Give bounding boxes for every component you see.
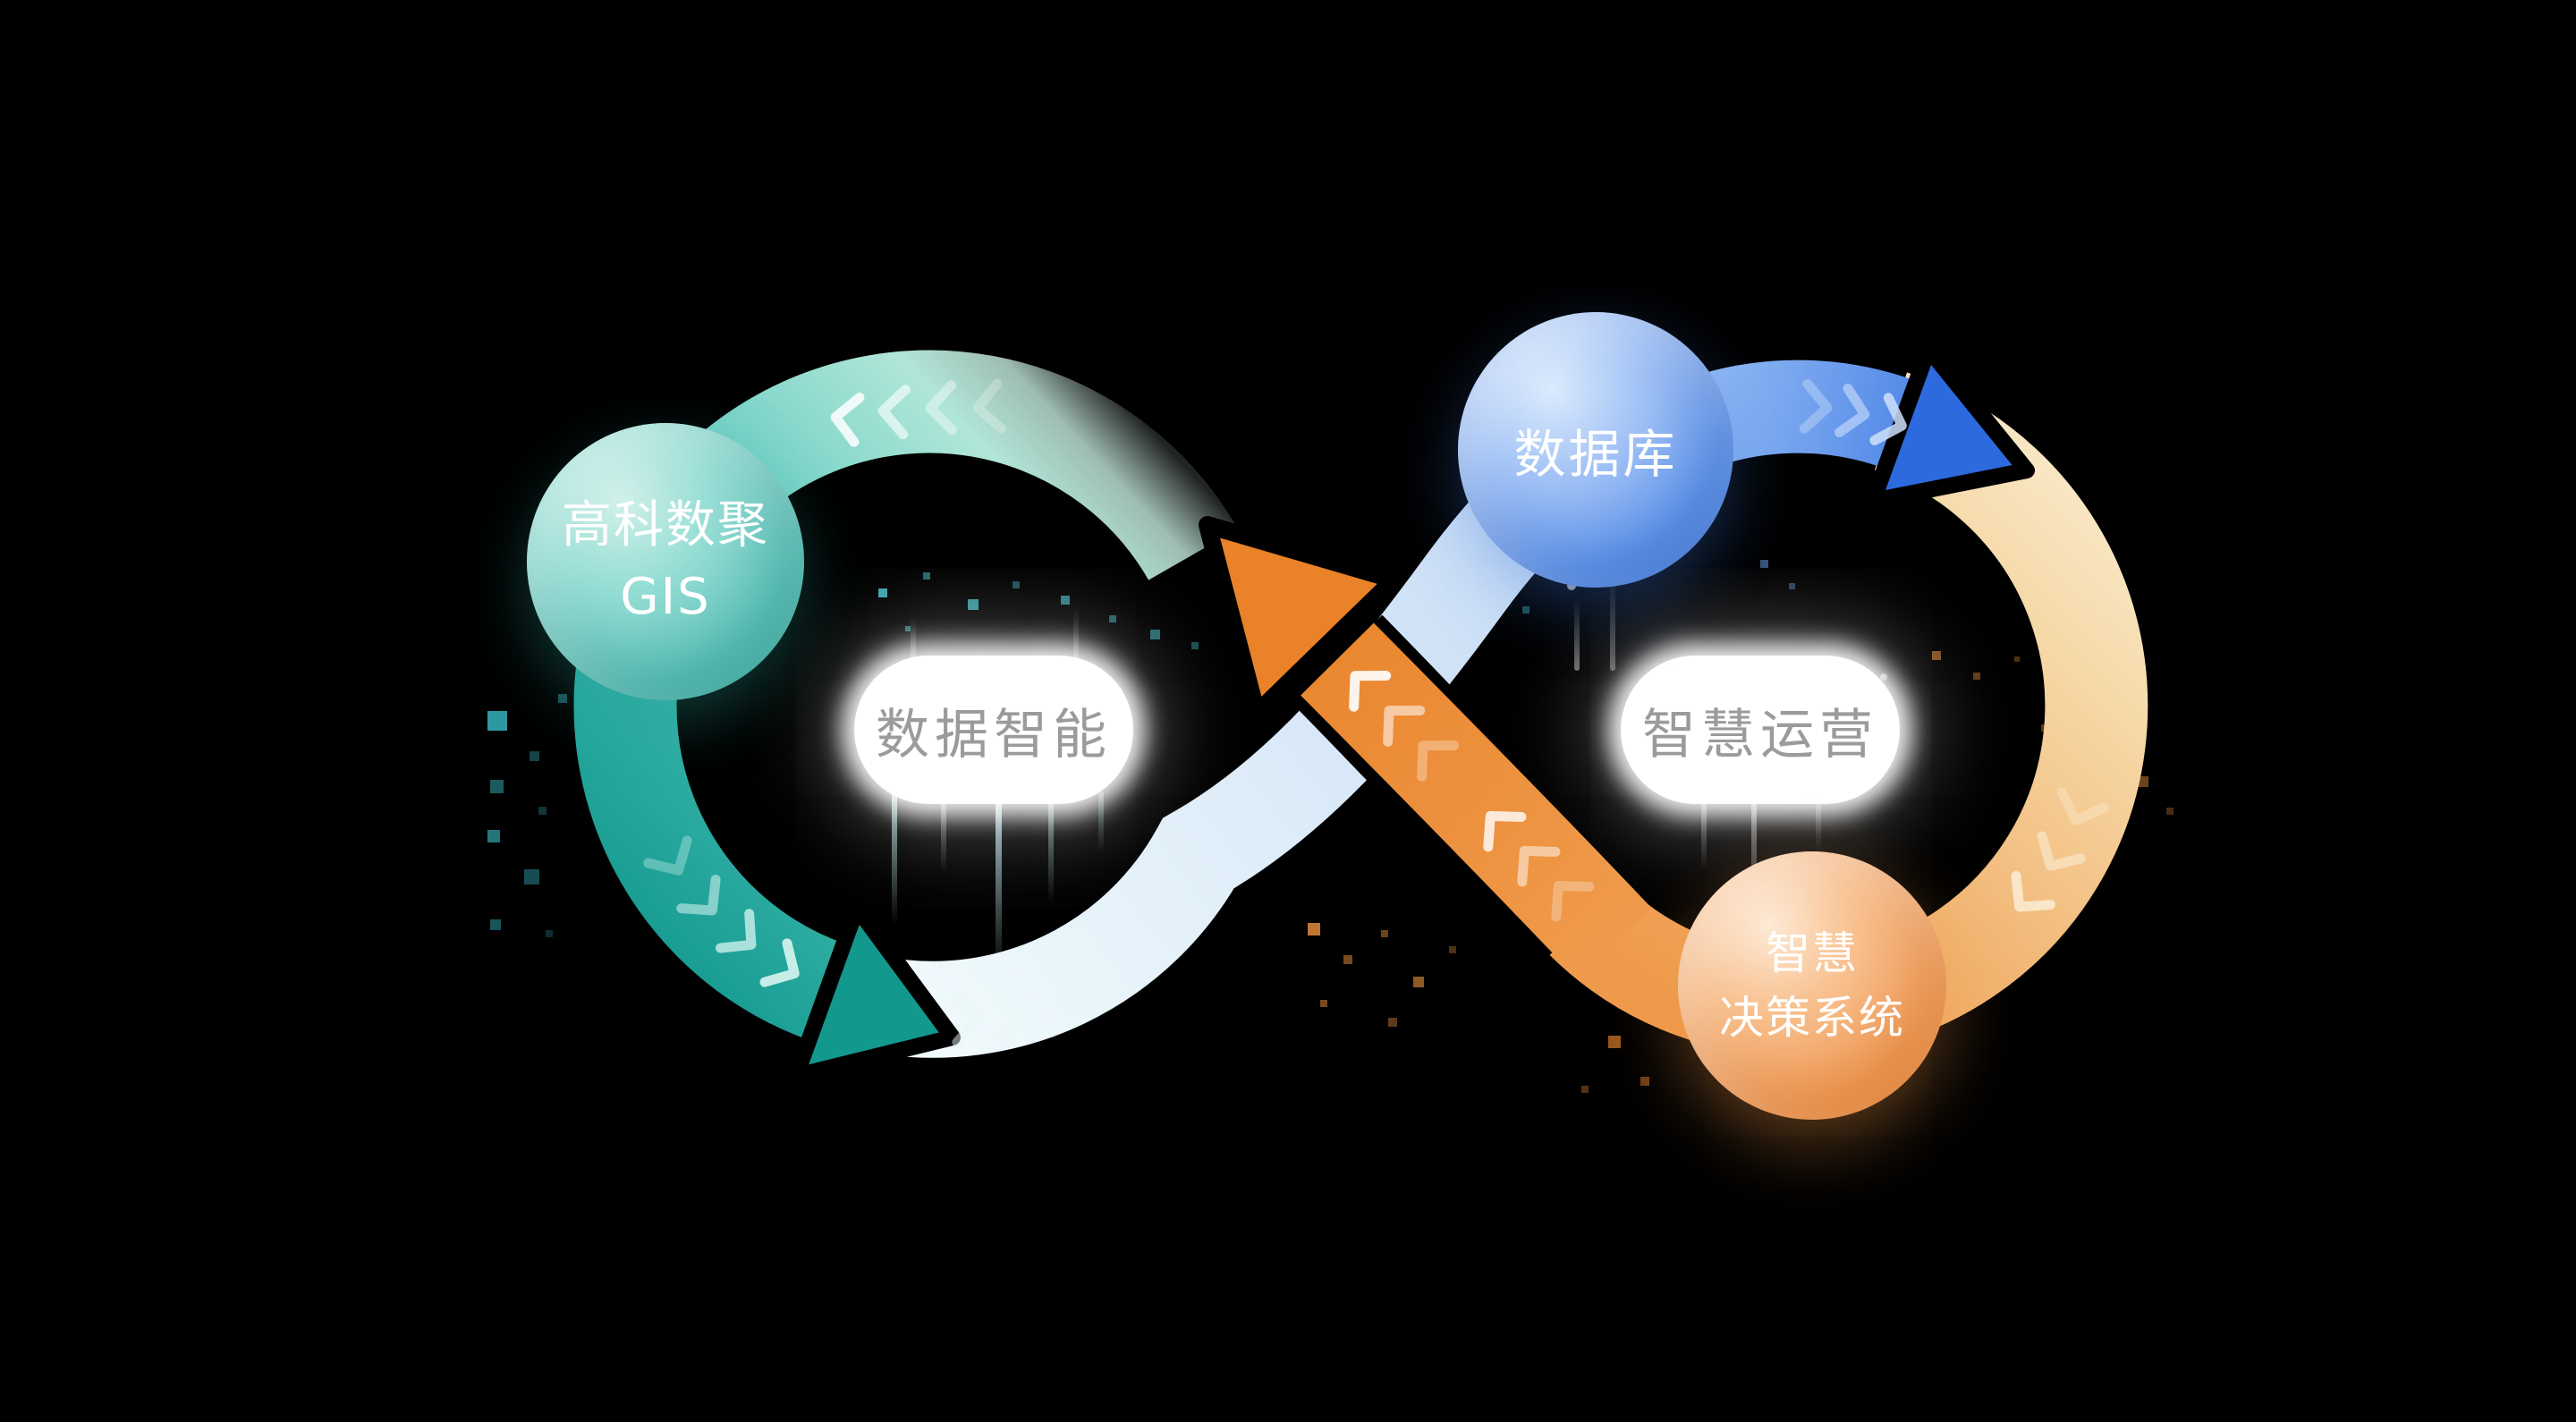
orange-arrow-shaft: [1301, 622, 1652, 979]
node-database-label: 数据库: [1513, 424, 1678, 485]
teal-arrowhead-icon: [788, 900, 961, 1084]
pill-smart-operation-label: 智慧运营: [1642, 703, 1878, 766]
pill-data-intelligence: 数据智能: [854, 656, 1133, 804]
node-gis-sphere: 高科数聚 GIS: [527, 423, 804, 700]
orange-arrowhead-icon: [1199, 516, 1403, 723]
pill-data-intelligence-label: 数据智能: [876, 703, 1112, 766]
node-decision-sphere: 智慧 决策系统: [1678, 851, 1946, 1120]
node-gis-label-line1: 高科数聚: [562, 496, 769, 555]
node-decision-label-line2: 决策系统: [1719, 992, 1905, 1044]
node-gis-label-line2: GIS: [620, 568, 711, 626]
deco-pixels: [487, 559, 2174, 1093]
node-database-sphere: 数据库: [1458, 312, 1733, 588]
node-decision-label-line1: 智慧: [1766, 927, 1859, 979]
pill-smart-operation: 智慧运营: [1621, 656, 1900, 804]
